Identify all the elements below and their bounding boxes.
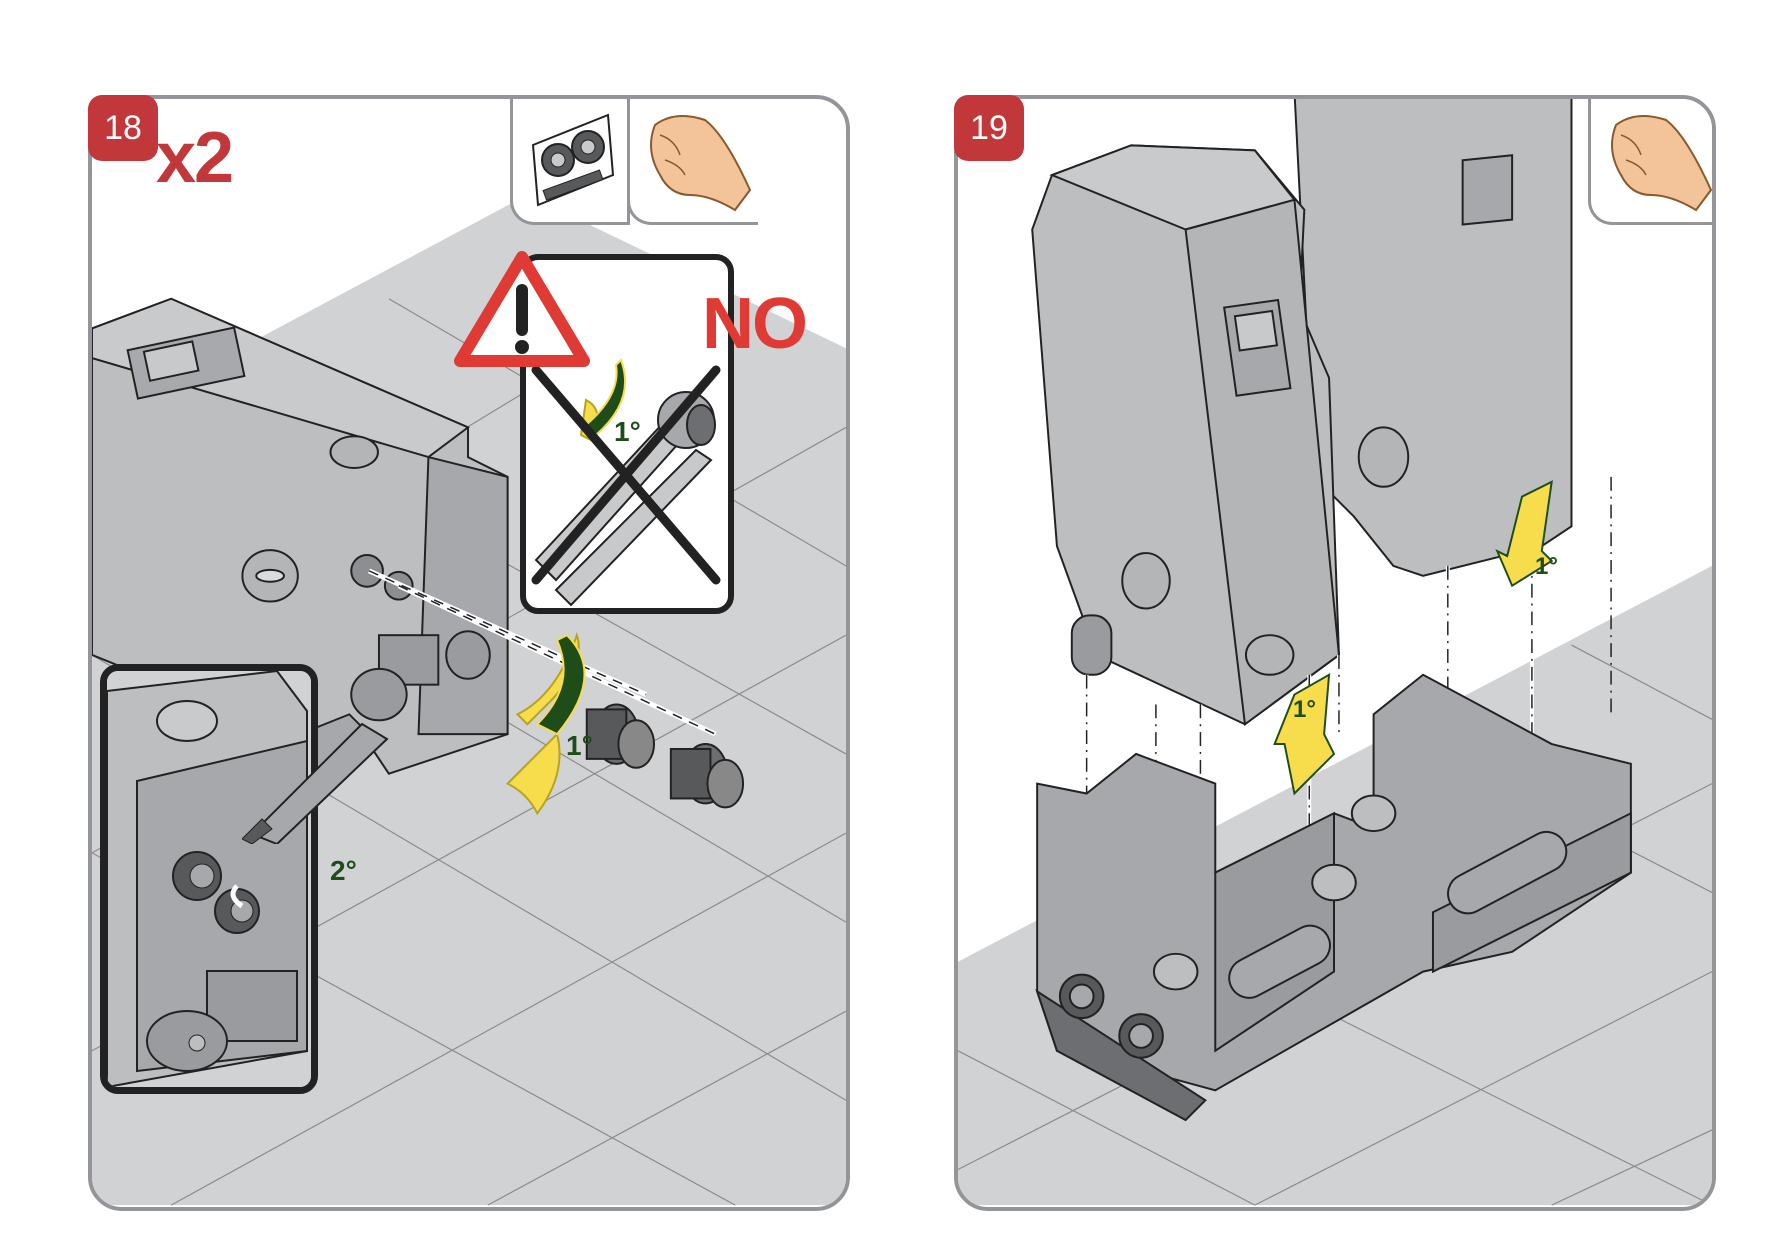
thread-sealant-kit-icon (531, 113, 615, 207)
cross-line (531, 365, 721, 585)
mounting-base (1035, 673, 1632, 1122)
sealant-application-illustration (107, 671, 311, 1087)
pipe-fitting (585, 703, 656, 769)
tool-tab-hand (627, 99, 758, 225)
tool-tab-hand (1588, 99, 1712, 225)
pipe-wrench-icon (531, 358, 721, 607)
hand-tighten-icon (1611, 115, 1712, 212)
tool-tab-sealant (510, 99, 630, 225)
rotation-step-label: 1° (566, 730, 593, 761)
step-19-illustration (958, 99, 1712, 1206)
arrow-step-label: 1° (1535, 553, 1558, 580)
step-19-panel (954, 95, 1716, 1211)
step-18-panel (88, 95, 850, 1211)
rotation-arrow (505, 632, 586, 816)
alignment-guide-dash (368, 570, 716, 735)
step-number-badge: 19 (954, 95, 1024, 161)
sealant-tube-icon (242, 722, 389, 844)
down-arrow (1273, 672, 1336, 796)
pump-unit (92, 297, 509, 775)
pipe-fitting (669, 743, 745, 809)
warning-triangle-icon (454, 251, 590, 367)
detail-inset (100, 664, 318, 1094)
pump-unit-back (1293, 99, 1573, 577)
hand-tighten-icon (650, 115, 752, 212)
arrow-step-label: 1° (1293, 696, 1316, 723)
down-arrow (1495, 480, 1554, 588)
pump-unit-front (1031, 144, 1340, 727)
sealant-step-label: 2° (330, 855, 357, 886)
quantity-multiplier: x2 (156, 118, 234, 198)
no-label: NO (702, 284, 808, 364)
step-number-badge: 18 (88, 95, 158, 161)
rotation-step-label-warning: 1° (614, 416, 641, 447)
